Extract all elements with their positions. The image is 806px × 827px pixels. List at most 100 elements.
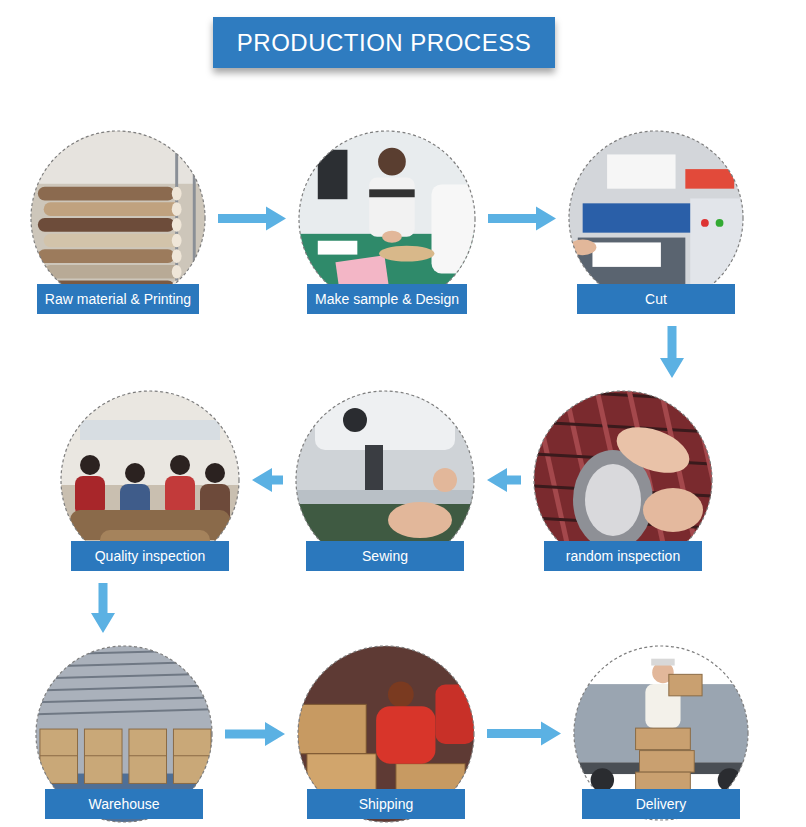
- step-label: Raw material & Printing: [37, 284, 199, 314]
- flow-arrow: [660, 326, 684, 378]
- process-step: random inspection: [533, 390, 713, 571]
- box-stack: [40, 729, 78, 783]
- process-step: Cut: [568, 130, 744, 314]
- machine: [318, 150, 348, 199]
- step-label: Sewing: [306, 541, 464, 571]
- fabric: [295, 500, 475, 570]
- fabric-roll: [38, 249, 175, 263]
- dashed-outline: [574, 646, 748, 820]
- worker-head: [388, 682, 414, 708]
- flow-arrow: [225, 722, 285, 746]
- photo-content: [573, 645, 749, 821]
- photo-content: [298, 130, 476, 308]
- roll-end: [172, 218, 182, 232]
- machine-head: [315, 390, 455, 450]
- box-stack: [636, 728, 691, 750]
- hand: [382, 231, 402, 243]
- hand: [643, 488, 703, 532]
- fabric-roll: [38, 218, 175, 232]
- flow-arrow: [91, 583, 115, 633]
- photo-content: [533, 390, 713, 570]
- photo-content: [568, 130, 744, 306]
- roll-end: [172, 249, 182, 263]
- cap: [651, 659, 674, 666]
- step-label: random inspection: [544, 541, 702, 571]
- photo-ground: [568, 130, 744, 306]
- hand: [569, 240, 596, 256]
- step-label: Quality inspection: [71, 541, 229, 571]
- fabric-roll: [44, 234, 181, 248]
- box-edge: [129, 755, 167, 756]
- carton: [297, 704, 366, 753]
- presser-foot: [365, 445, 383, 495]
- worker-head: [125, 463, 145, 483]
- dashed-outline: [298, 646, 474, 822]
- worker-head: [205, 463, 225, 483]
- process-step: Warehouse: [35, 645, 213, 823]
- box-edge: [173, 755, 211, 756]
- red-parts: [685, 169, 734, 189]
- flow-arrow: [252, 468, 283, 492]
- step-label: Shipping: [307, 789, 465, 819]
- dashed-outline: [36, 646, 212, 822]
- shirt-stripe: [369, 189, 414, 197]
- box-edge: [84, 755, 122, 756]
- worker-head: [170, 455, 190, 475]
- process-step: Quality inspection: [60, 390, 240, 571]
- step-label: Delivery: [582, 789, 740, 819]
- material-sheet: [592, 242, 660, 266]
- flow-arrow: [218, 207, 286, 231]
- photo-ground: [30, 130, 206, 306]
- roof-beam: [35, 674, 213, 679]
- shoe-lining: [585, 464, 641, 536]
- step-photo: [568, 130, 744, 306]
- fabric-roll: [38, 187, 175, 201]
- title-banner: PRODUCTION PROCESS: [213, 17, 555, 68]
- machine-bed: [295, 490, 475, 504]
- step-label: Warehouse: [45, 789, 203, 819]
- roof-beam: [35, 709, 213, 714]
- finger: [433, 468, 457, 492]
- roll-end: [172, 234, 182, 248]
- worker-shirt: [369, 177, 414, 236]
- photo-ground: [297, 645, 475, 823]
- worker-shirt: [376, 706, 435, 763]
- dashed-outline: [31, 131, 205, 305]
- photo-content: [30, 130, 206, 306]
- fabric-roll: [44, 265, 181, 279]
- insole: [379, 246, 434, 262]
- hand: [388, 502, 452, 538]
- roll-end: [172, 202, 182, 216]
- rack-pole: [193, 130, 196, 306]
- knob: [343, 408, 367, 432]
- hand: [610, 418, 695, 482]
- photo-content: [60, 390, 240, 570]
- roof-beam: [35, 650, 213, 655]
- button: [701, 219, 709, 227]
- process-step: Raw material & Printing: [30, 130, 206, 314]
- photo-ground: [295, 390, 475, 570]
- roll-end: [172, 265, 182, 279]
- photo-ground: [573, 645, 749, 821]
- dashed-outline: [569, 131, 743, 305]
- process-step: Delivery: [573, 645, 749, 821]
- fabric-roll: [44, 202, 181, 216]
- photo-ground: [298, 130, 476, 308]
- step-label: Cut: [577, 284, 735, 314]
- roof-beam: [35, 686, 213, 691]
- photo-content: [297, 645, 475, 823]
- worker-head: [378, 148, 406, 176]
- window: [80, 420, 220, 440]
- photo-content: [295, 390, 475, 570]
- process-step: Sewing: [295, 390, 475, 571]
- photo-ground: [60, 390, 240, 570]
- dashed-outline: [299, 131, 475, 307]
- photo-ground: [533, 390, 713, 570]
- worker-head: [80, 455, 100, 475]
- flow-arrow: [487, 468, 521, 492]
- box-edge: [40, 755, 78, 756]
- step-photo: [298, 130, 476, 308]
- roof-beam: [35, 662, 213, 667]
- box-stack: [129, 729, 167, 783]
- button: [716, 219, 724, 227]
